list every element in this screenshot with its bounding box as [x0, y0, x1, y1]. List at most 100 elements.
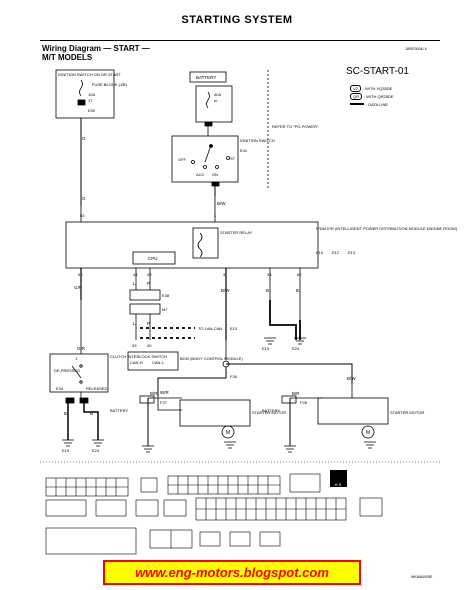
diagram-title: Wiring Diagram — START —: [42, 44, 150, 53]
switch-contact: [226, 156, 230, 160]
connector-f27: F27: [160, 400, 168, 405]
wire-p: P: [147, 281, 150, 286]
pin-3: 3: [223, 272, 226, 277]
wire-l: L: [133, 281, 136, 286]
legend-item-qr: QR : WITH QR25DE: [350, 92, 394, 100]
starter-motor-label: STARTER MOTOR: [390, 410, 424, 415]
pin-1: 1: [214, 213, 217, 218]
fuse-40a-icon: [206, 91, 210, 109]
website-banner[interactable]: www.eng-motors.blogspot.com: [103, 560, 361, 585]
bcm-label: BCM (BODY CONTROL MODULE): [180, 356, 243, 361]
depressed-label: DE-PRESSED: [54, 368, 80, 373]
starter-motor-box-left: [179, 399, 251, 427]
fuse-block-box: [55, 69, 115, 119]
legend-text: : DATA LINE: [366, 101, 389, 107]
pin-60: 60: [297, 272, 302, 277]
wire-wr: W/R: [160, 390, 169, 395]
wire-gr: G/R: [74, 285, 83, 290]
fuse-40a-box: [195, 85, 233, 123]
battery-icon-right: [281, 395, 297, 404]
hs-badge: H.S.: [330, 470, 347, 487]
wire-b: B: [266, 288, 269, 293]
connector-e34: E34: [56, 386, 64, 391]
battery-label: BATTERY: [196, 75, 216, 80]
data-line-icon: [350, 103, 364, 105]
pin-40: 40: [147, 343, 152, 348]
connector-icon: [77, 99, 86, 106]
motor-m-right: M: [366, 430, 370, 436]
wire-bw: B/W: [347, 376, 356, 381]
legend-item-data-line: : DATA LINE: [350, 100, 394, 108]
clutch-label: CLUTCH INTERLOCK SWITCH: [110, 354, 167, 359]
ground-e24: E24: [92, 448, 100, 453]
wire-g: G: [82, 136, 86, 141]
wire-bw: B/W: [217, 201, 226, 206]
motor-icon-right: [361, 425, 375, 439]
ground-e15: E15: [62, 448, 70, 453]
switch-arm: [204, 147, 211, 163]
to-lan-label: TO LAN-CAN: [198, 326, 222, 331]
cpu-box: [132, 251, 176, 265]
legend-text: : WITH VQ35DE: [362, 85, 393, 91]
ipdm-label: IPDM E/R (INTELLIGENT POWER DISTRIBUTION…: [316, 226, 458, 231]
motor-icon-left: [221, 425, 235, 439]
wire-br: B/R: [292, 391, 300, 396]
ipdm-conn-3: E13: [348, 250, 356, 255]
battery-small-label: BATTERY: [262, 408, 280, 413]
ipdm-conn-2: E12: [332, 250, 340, 255]
off-label: OFF: [178, 157, 187, 162]
starter-motor-label: STARTER MOTOR: [252, 410, 286, 415]
connector-e38: E38: [162, 293, 170, 298]
wire-gr: G/R: [77, 346, 86, 351]
canh-label: CAN-H: [130, 360, 143, 365]
cpu-label: CPU: [148, 256, 158, 261]
title-rule: [40, 40, 440, 41]
diagram-id: SC-START-01: [346, 66, 409, 77]
ignition-switch-box: [171, 135, 239, 183]
fuse-40a-num: m: [214, 98, 218, 103]
connector-e13: E13: [230, 326, 238, 331]
wire-br: B/R: [150, 391, 158, 396]
acc-label: ACC: [196, 172, 205, 177]
banner-text[interactable]: www.eng-motors.blogspot.com: [135, 565, 329, 580]
st-label: ST: [230, 156, 236, 161]
legend-badge: QR: [350, 92, 362, 100]
ipdm-conn-1: E10: [316, 250, 324, 255]
starter-relay-box: [192, 227, 219, 259]
wire-p: P: [147, 321, 150, 326]
connector-e38: [129, 289, 161, 301]
legend-badge: V2: [350, 84, 361, 92]
pin-53: 53: [80, 213, 85, 218]
connector-icon: [204, 121, 213, 127]
fuse-10a-icon: [79, 79, 83, 97]
fuse-10a: 10A: [88, 92, 95, 97]
canl-label: CAN-L: [152, 360, 165, 365]
pin-39: 39: [132, 343, 137, 348]
connector-f26: F26: [230, 374, 238, 379]
page-title: STARTING SYSTEM: [181, 14, 293, 26]
ignition-switch-label: IGNITION SWITCH: [240, 138, 275, 143]
connector-e30: E30: [88, 108, 96, 113]
starter-motor-box-right: [317, 397, 389, 425]
connector-m7: [129, 303, 161, 315]
wire-g: G: [82, 196, 86, 201]
battery-icon-left: [139, 395, 155, 404]
switch-contact: [203, 165, 207, 169]
wire-l: L: [133, 321, 136, 326]
bottom-code: WKWA0005E: [411, 575, 433, 579]
ign-switch-label: IGNITION SWITCH ON OR START: [58, 72, 121, 77]
relay-coil-icon: [197, 232, 203, 258]
battery-small-label: BATTERY: [110, 408, 128, 413]
ground-e15: E15: [262, 346, 270, 351]
motor-m-left: M: [226, 430, 230, 436]
pin-49: 49: [147, 272, 152, 277]
pin-38: 38: [267, 272, 272, 277]
released-label: RELEASED: [86, 386, 107, 391]
wire-bw: B/W: [221, 288, 230, 293]
pin-1b: 1: [75, 356, 78, 361]
pin-3b: 3: [83, 398, 86, 403]
fuse-40a: 40A: [214, 92, 221, 97]
pin-2: 2: [68, 398, 71, 403]
clutch-switch-box: [49, 353, 109, 393]
